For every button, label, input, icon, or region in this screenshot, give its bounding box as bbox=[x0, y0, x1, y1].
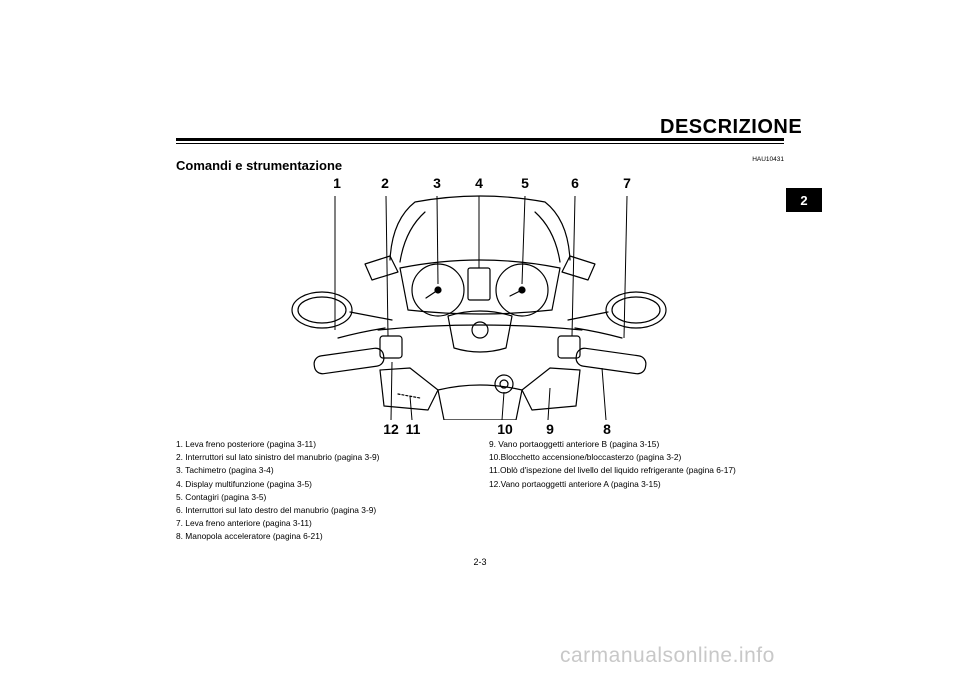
legend-item: 9. Vano portaoggetti anteriore B (pagina… bbox=[489, 439, 660, 449]
callout-5: 5 bbox=[521, 175, 529, 191]
legend-right: 9. Vano portaoggetti anteriore B (pagina… bbox=[489, 438, 736, 491]
callout-11: 11 bbox=[405, 421, 421, 437]
legend-item: 3. Tachimetro (pagina 3-4) bbox=[176, 465, 274, 476]
legend-left: 1. Leva freno posteriore (pagina 3-11) 2… bbox=[176, 438, 379, 544]
callout-2: 2 bbox=[381, 175, 389, 191]
callout-8: 8 bbox=[603, 421, 611, 437]
callout-3: 3 bbox=[433, 175, 441, 191]
legend-item: 1. Leva freno posteriore (pagina 3-11) bbox=[176, 439, 316, 449]
legend-item: 7. Leva freno anteriore (pagina 3-11) bbox=[176, 518, 312, 529]
callout-9: 9 bbox=[546, 421, 554, 437]
callout-7: 7 bbox=[623, 175, 631, 191]
page-number: 2-3 bbox=[473, 557, 487, 567]
legend-item: 4. Display multifunzione (pagina 3-5) bbox=[176, 478, 312, 489]
header-rule-thick bbox=[176, 138, 784, 141]
callout-6: 6 bbox=[571, 175, 579, 191]
watermark-text: carmanualsonline.info bbox=[560, 644, 775, 667]
legend-item: 10.Blocchetto accensione/bloccasterzo (p… bbox=[489, 452, 682, 463]
legend-item: 8. Manopola acceleratore (pagina 6-21) bbox=[176, 531, 323, 542]
legend-item: 5. Contagiri (pagina 3-5) bbox=[176, 491, 267, 502]
callout-10: 10 bbox=[497, 421, 513, 437]
section-heading: Comandi e strumentazione bbox=[176, 158, 343, 173]
legend-item: 11.Oblò d'ispezione del livello del liqu… bbox=[489, 465, 736, 476]
header-rule-thin bbox=[176, 143, 784, 144]
chapter-tab: 2 bbox=[786, 188, 822, 212]
document-code: HAU10431 bbox=[752, 156, 784, 163]
legend-item: 12.Vano portaoggetti anteriore A (pagina… bbox=[489, 478, 661, 489]
handlebar-controls-illustration bbox=[291, 195, 667, 420]
page-header-title: DESCRIZIONE bbox=[660, 116, 803, 138]
callout-4: 4 bbox=[475, 175, 483, 191]
callout-12: 12 bbox=[383, 421, 399, 437]
callout-1: 1 bbox=[333, 175, 341, 191]
legend-item: 6. Interruttori sul lato destro del manu… bbox=[176, 505, 377, 516]
legend-item: 2. Interruttori sul lato sinistro del ma… bbox=[176, 452, 380, 463]
